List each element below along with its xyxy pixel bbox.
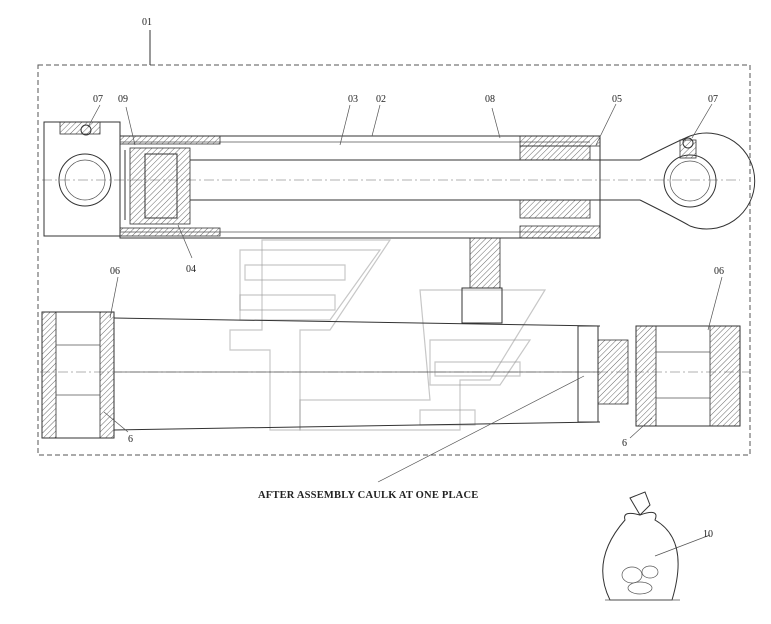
label-07-left: 07: [93, 94, 103, 105]
watermark-logo: [229, 239, 547, 431]
label-10: 10: [703, 529, 713, 540]
parts-bag-icon: [602, 491, 680, 601]
label-6-right: 6: [622, 438, 627, 449]
label-02: 02: [376, 94, 386, 105]
caulk-note: AFTER ASSEMBLY CAULK AT ONE PLACE: [258, 490, 478, 501]
label-06-right: 06: [714, 266, 724, 277]
label-6-left: 6: [128, 434, 133, 445]
bushing-assembly: [40, 311, 750, 439]
label-assembly: 01: [142, 17, 152, 28]
label-03: 03: [348, 94, 358, 105]
label-09: 09: [118, 94, 128, 105]
label-04: 04: [186, 264, 196, 275]
assembly-boundary: [37, 64, 751, 456]
cylinder-assembly: [42, 121, 756, 324]
label-06-left: 06: [110, 266, 120, 277]
leader-lines-top: [87, 103, 713, 259]
leader-lines-bottom: [103, 276, 723, 557]
label-07-right: 07: [708, 94, 718, 105]
label-08: 08: [485, 94, 495, 105]
label-05: 05: [612, 94, 622, 105]
